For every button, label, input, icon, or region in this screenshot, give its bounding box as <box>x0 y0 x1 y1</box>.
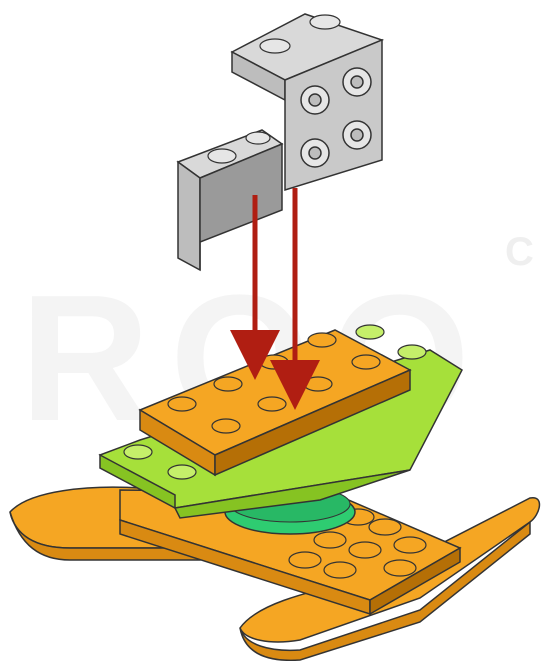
grey-bracket-plate <box>178 130 282 270</box>
watermark-small-letter: C <box>505 230 534 274</box>
